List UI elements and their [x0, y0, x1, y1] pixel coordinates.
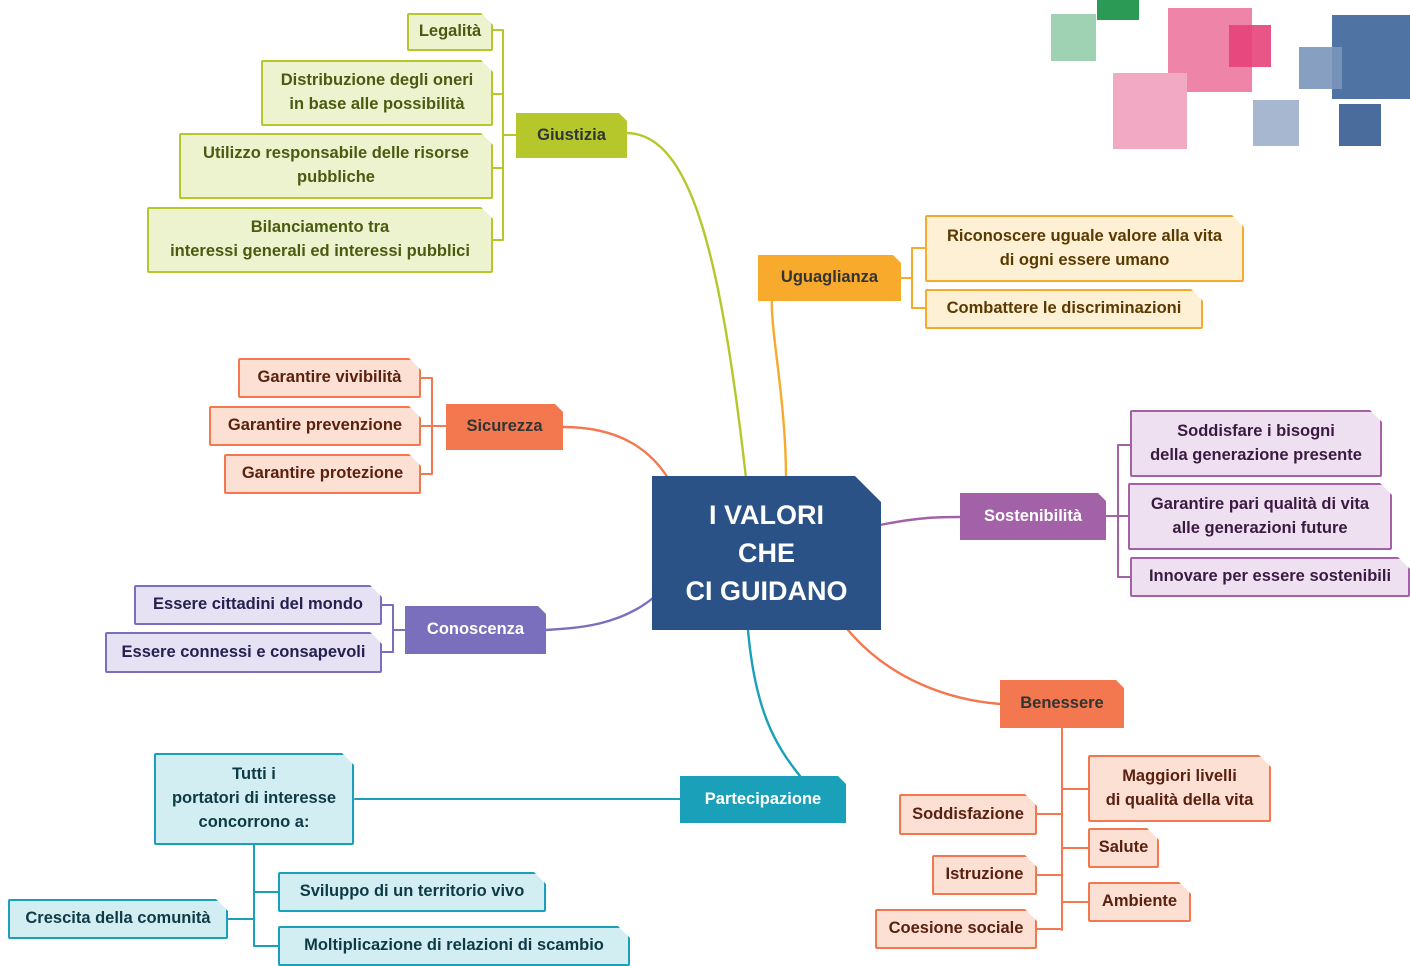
deco-square: [1253, 100, 1299, 146]
giustizia-item-distribuzione: Distribuzione degli oneri in base alle p…: [261, 60, 493, 126]
benessere-item-salute: Salute: [1088, 828, 1159, 868]
branch-sostenibilita: Sostenibilità: [960, 491, 1108, 540]
giustizia-item-risorse: Utilizzo responsabile delle risorse pubb…: [179, 133, 493, 199]
link-giustizia: [624, 131, 748, 480]
branch-label: Sicurezza: [466, 417, 543, 436]
link-uguaglianza: [770, 296, 788, 480]
uguaglianza-item-discriminazioni: Combattere le discriminazioni: [925, 289, 1203, 329]
branch-label: Uguaglianza: [780, 268, 879, 287]
deco-square: [1113, 73, 1187, 149]
link-benessere: [846, 628, 1002, 706]
sostenibilita-item-bisogni: Soddisfare i bisogni della generazione p…: [1130, 410, 1382, 477]
deco-square: [1229, 25, 1271, 67]
partecipazione-item-territorio: Sviluppo di un territorio vivo: [278, 872, 546, 912]
benessere-item-istruzione: Istruzione: [932, 855, 1037, 895]
sostenibilita-item-generazioni: Garantire pari qualità di vita alle gene…: [1128, 483, 1392, 550]
branch-benessere: Benessere: [1000, 678, 1126, 728]
link-sicurezza: [561, 425, 670, 480]
branch-uguaglianza: Uguaglianza: [758, 253, 903, 301]
branch-sicurezza: Sicurezza: [446, 402, 565, 450]
branch-conoscenza: Conoscenza: [405, 604, 548, 654]
branch-label: Giustizia: [537, 125, 606, 144]
partecipazione-item-relazioni: Moltiplicazione di relazioni di scambio: [278, 926, 630, 966]
giustizia-item-bilanciamento: Bilanciamento tra interessi generali ed …: [147, 207, 493, 273]
deco-square: [1051, 14, 1096, 61]
branch-partecipazione: Partecipazione: [680, 774, 848, 823]
branch-label: Benessere: [1020, 694, 1104, 713]
sostenibilita-item-innovare: Innovare per essere sostenibili: [1130, 557, 1410, 597]
branch-label: Partecipazione: [704, 789, 822, 808]
link-partecipazione: [746, 628, 802, 778]
sicurezza-item-prevenzione: Garantire prevenzione: [209, 406, 421, 446]
benessere-item-qualita: Maggiori livelli di qualità della vita: [1088, 755, 1271, 822]
deco-square: [1299, 47, 1342, 89]
branch-label: Sostenibilità: [983, 506, 1083, 525]
deco-square: [1332, 15, 1410, 99]
uguaglianza-item-valore: Riconoscere uguale valore alla vita di o…: [925, 215, 1244, 282]
branch-label: Conoscenza: [426, 620, 525, 639]
benessere-item-coesione: Coesione sociale: [875, 909, 1037, 949]
benessere-item-ambiente: Ambiente: [1088, 882, 1191, 922]
conoscenza-item-cittadini: Essere cittadini del mondo: [134, 585, 382, 625]
sicurezza-item-protezione: Garantire protezione: [224, 454, 421, 494]
central-topic-title: I VALORI CHE CI GUIDANO: [685, 499, 848, 607]
benessere-item-soddisfazione: Soddisfazione: [899, 794, 1037, 835]
deco-square: [1339, 104, 1381, 146]
partecipazione-item-comunita: Crescita della comunità: [8, 899, 228, 939]
central-topic: I VALORI CHE CI GUIDANO: [652, 476, 881, 630]
branch-giustizia: Giustizia: [516, 111, 629, 158]
link-sostenibilita: [878, 515, 962, 527]
sicurezza-item-vivibilita: Garantire vivibilità: [238, 358, 421, 398]
deco-square: [1097, 0, 1139, 20]
partecipazione-intro: Tutti i portatori di interesse concorron…: [154, 753, 354, 845]
link-conoscenza: [544, 596, 655, 632]
conoscenza-item-connessi: Essere connessi e consapevoli: [105, 632, 382, 673]
giustizia-item-legalita: Legalità: [407, 13, 493, 51]
